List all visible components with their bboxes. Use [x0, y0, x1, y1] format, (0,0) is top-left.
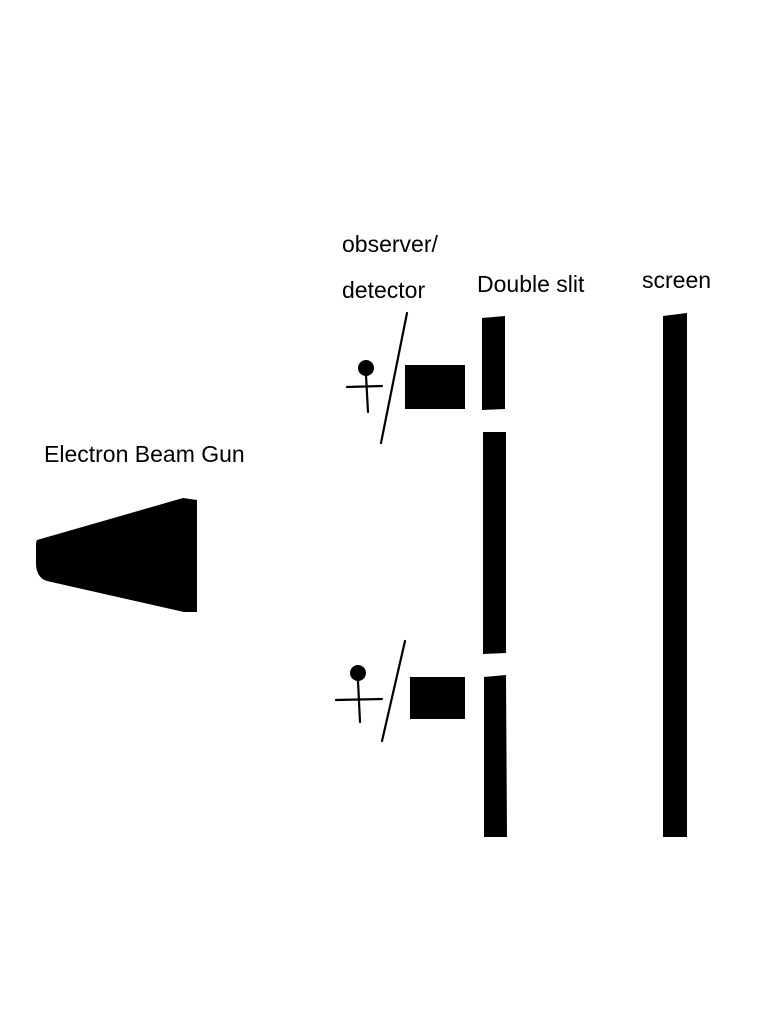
- observer-label-line1: observer/: [342, 231, 438, 257]
- electron-gun-label: Electron Beam Gun: [44, 441, 245, 467]
- screen-bar: [663, 313, 687, 837]
- detector-box-bottom: [410, 677, 465, 719]
- electron-gun-shape: [36, 498, 197, 612]
- stick-figure-observer-icon: [334, 639, 407, 743]
- double-slit-bottom-bar: [484, 675, 507, 837]
- double-slit-label: Double slit: [477, 271, 585, 297]
- detector-box-top: [405, 365, 465, 409]
- double-slit-top-bar: [482, 316, 505, 410]
- screen-label: screen: [642, 267, 712, 293]
- observer-label-line2: detector: [342, 277, 426, 303]
- stick-figure-observer-icon: [345, 311, 409, 445]
- double-slit-middle-bar: [483, 432, 506, 654]
